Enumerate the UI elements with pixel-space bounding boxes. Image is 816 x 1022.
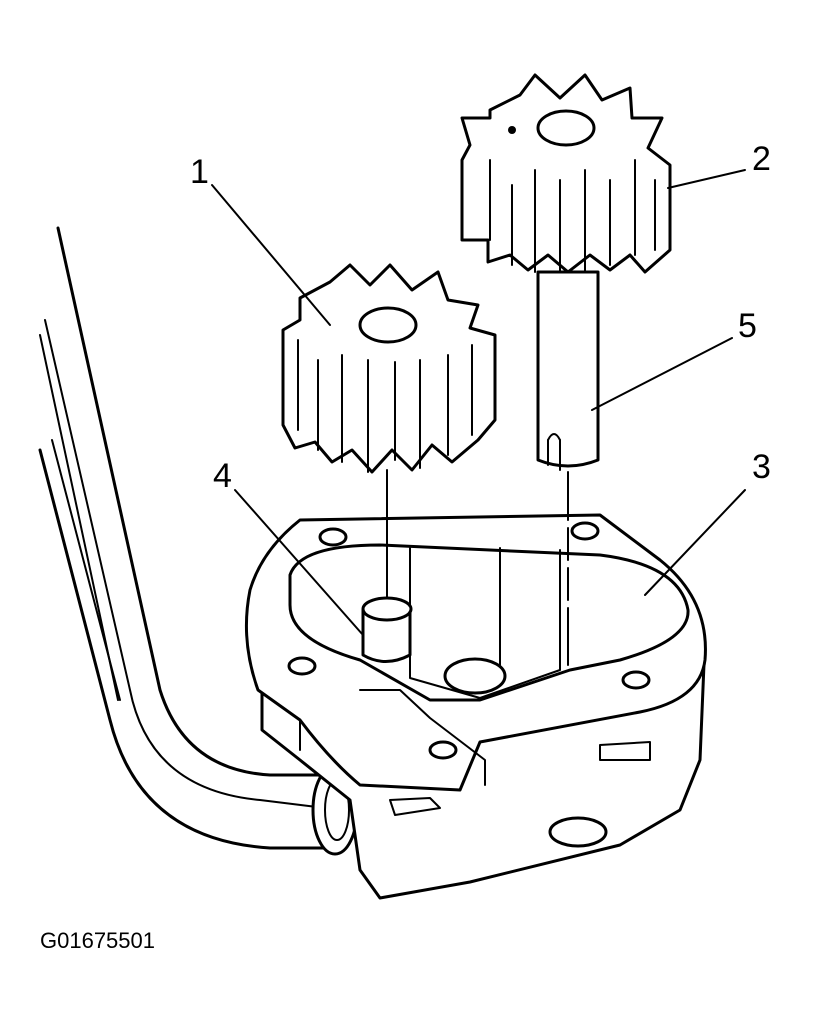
callout-4: 4	[213, 457, 232, 495]
bolt-holes	[287, 521, 651, 760]
callout-5: 5	[738, 307, 757, 345]
driven-gear	[281, 263, 497, 474]
callout-2: 2	[752, 140, 771, 178]
pump-body	[244, 513, 707, 900]
drive-gear	[460, 73, 672, 274]
callout-1: 1	[190, 153, 209, 191]
leader-lines	[211, 169, 746, 636]
figure-id: G01675501	[40, 928, 155, 953]
drive-shaft	[536, 270, 600, 471]
assembly-guide-lines	[386, 469, 569, 666]
idler-shaft	[361, 596, 413, 663]
oil-pickup-tube	[38, 226, 359, 856]
callout-3: 3	[752, 448, 771, 486]
